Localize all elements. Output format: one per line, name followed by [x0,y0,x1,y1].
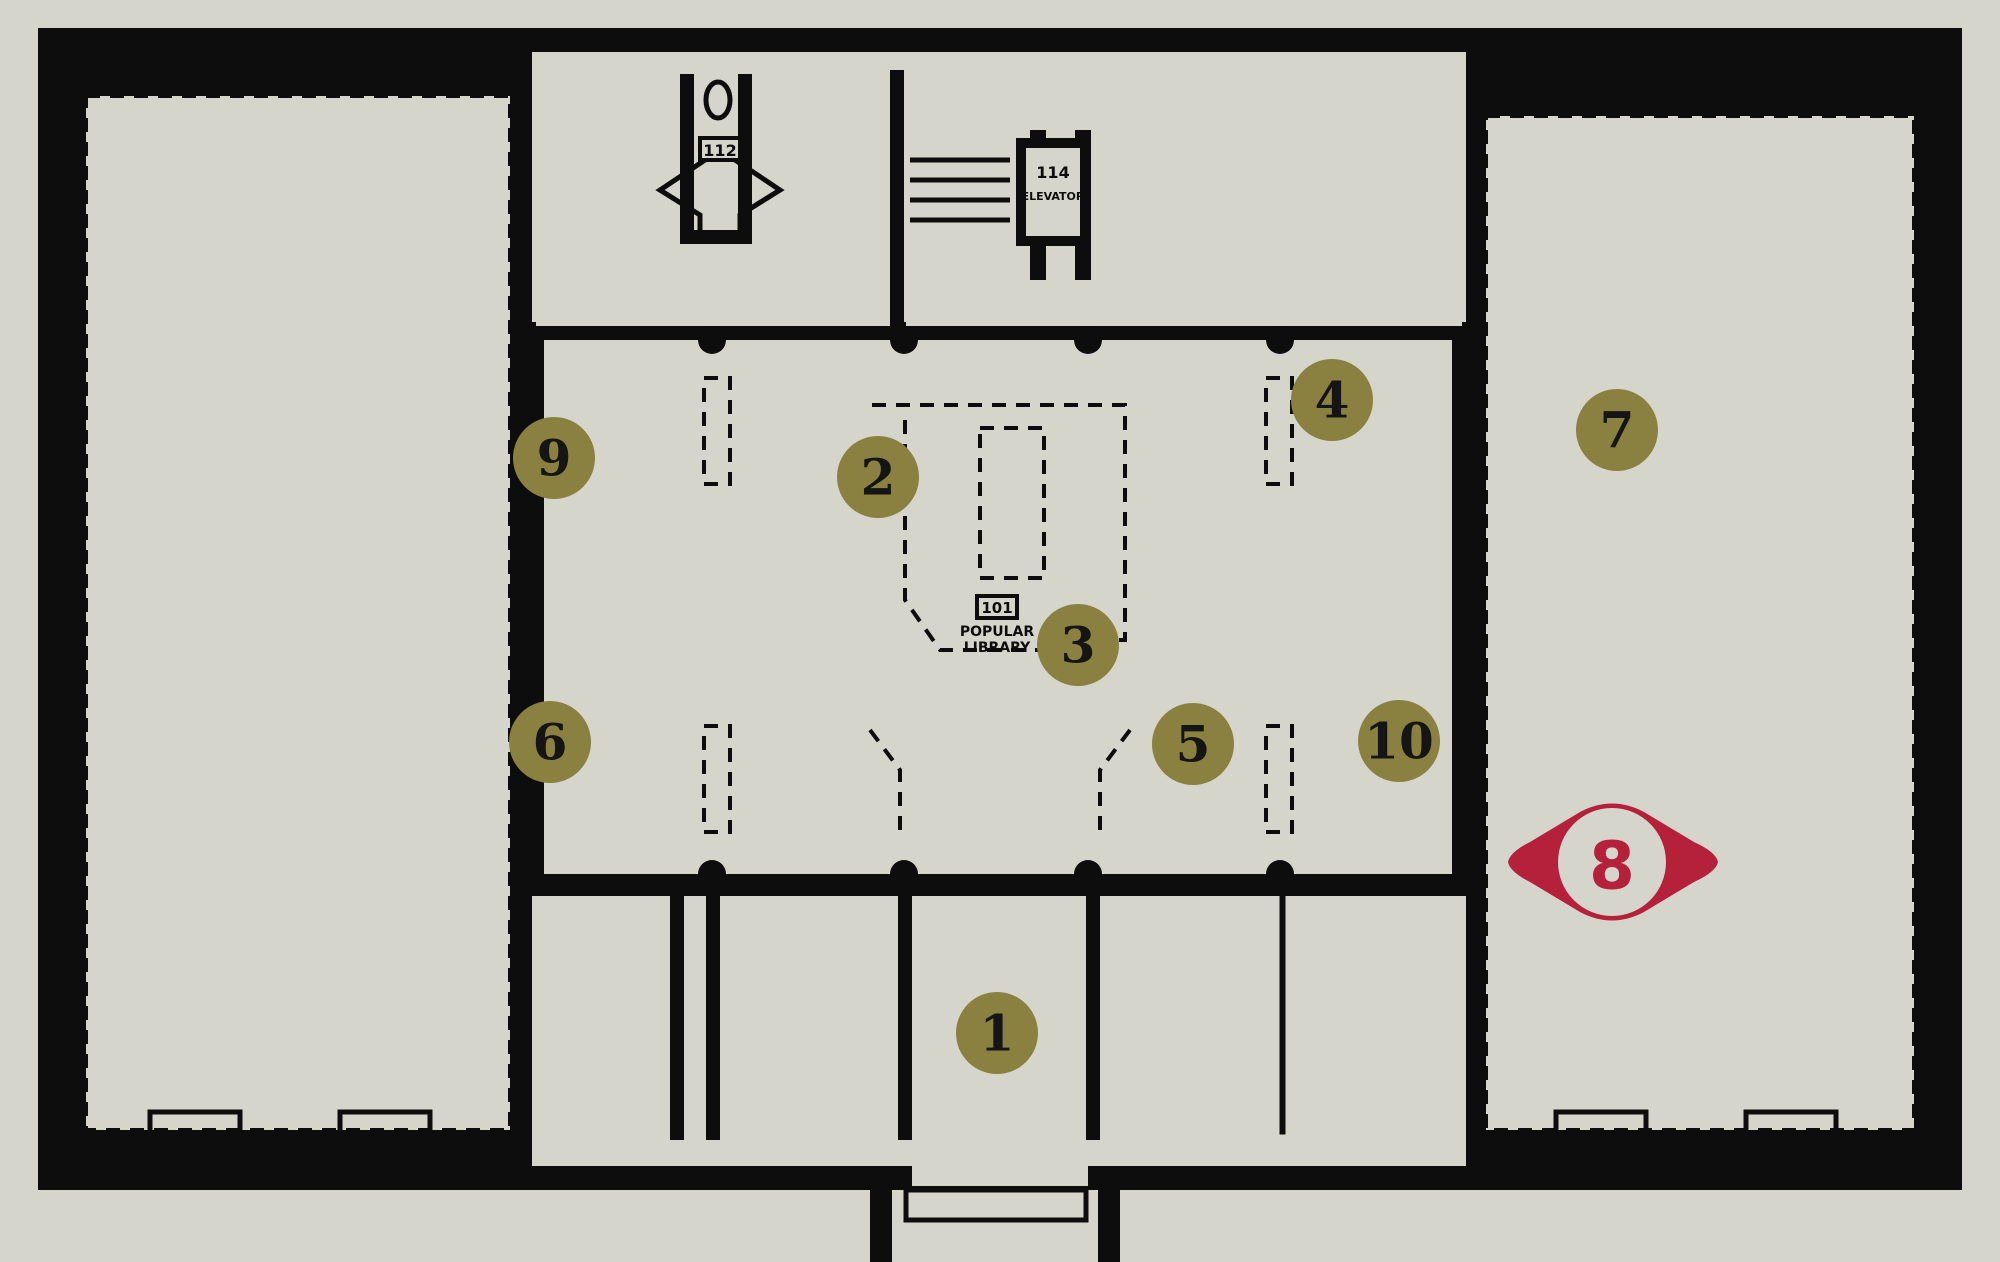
marker-label: 2 [861,448,896,507]
stairs [910,157,1010,223]
marker-label: 3 [1061,616,1096,675]
marker-8-label: 8 [1589,828,1635,905]
elevator-number-label: 114 [1036,163,1069,182]
marker-label: 4 [1315,371,1350,430]
marker-7[interactable]: 7 [1576,389,1658,471]
marker-label: 9 [537,429,572,488]
elevator-label: ELEVATOR [1022,190,1085,203]
marker-label: 5 [1176,715,1211,774]
marker-label: 6 [533,713,568,772]
marker-8-logo[interactable]: 8 [1508,803,1718,921]
marker-4[interactable]: 4 [1291,359,1373,441]
marker-label: 10 [1364,712,1434,771]
marker-2[interactable]: 2 [837,436,919,518]
popular-library-101: 101 POPULAR LIBRARY [960,426,1046,656]
restroom-112: 112 [655,74,785,244]
marker-label: 1 [980,1004,1015,1063]
marker-5[interactable]: 5 [1152,703,1234,785]
library-label-line1: POPULAR [960,624,1035,640]
marker-label: 7 [1600,401,1635,460]
marker-6[interactable]: 6 [509,701,591,783]
room-112-label: 112 [703,141,736,160]
marker-3[interactable]: 3 [1037,604,1119,686]
marker-9[interactable]: 9 [513,417,595,499]
elevator-114: 114 ELEVATOR [1016,138,1090,246]
marker-1[interactable]: 1 [956,992,1038,1074]
library-number-label: 101 [981,599,1012,617]
marker-10[interactable]: 10 [1358,700,1440,782]
library-label-line2: LIBRARY [964,640,1031,656]
